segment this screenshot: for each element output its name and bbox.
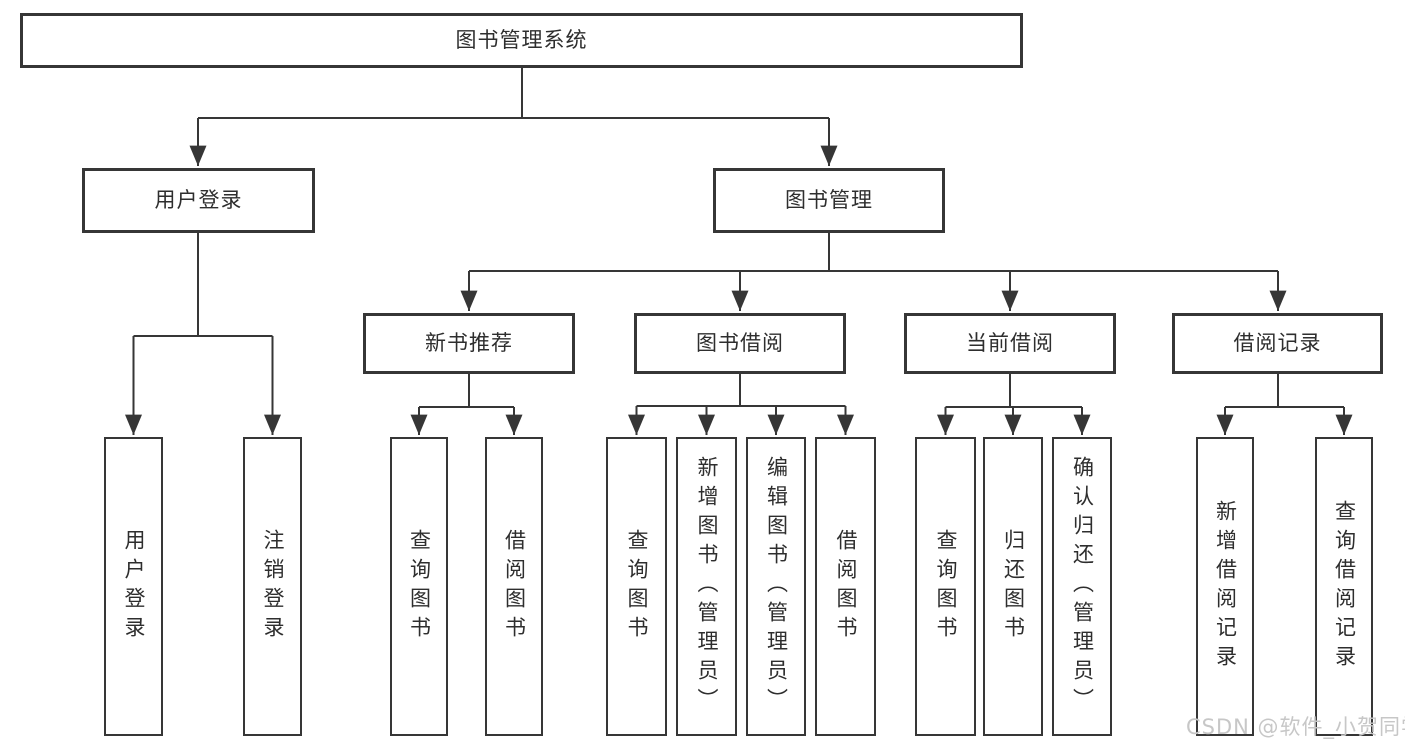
leaf-borrow-books: 借阅图书 (815, 437, 876, 736)
leaf-edit-book-admin: 编辑图书（管理员） (746, 437, 806, 736)
leaf-borrow-books-recommend: 借阅图书 (485, 437, 543, 736)
leaf-borrow-books-recommend-label: 借阅图书 (502, 528, 527, 645)
leaf-query-borrow-record-label: 查询借阅记录 (1332, 499, 1357, 674)
leaf-confirm-return-admin: 确认归还（管理员） (1052, 437, 1112, 736)
node-current-borrow: 当前借阅 (904, 313, 1116, 374)
leaf-add-borrow-record: 新增借阅记录 (1196, 437, 1254, 736)
leaf-logout-label: 注销登录 (261, 528, 285, 645)
leaf-add-borrow-record-label: 新增借阅记录 (1213, 499, 1238, 674)
leaf-add-book-admin: 新增图书（管理员） (676, 437, 737, 736)
csdn-watermark: CSDN @软件_小贺同学 (1186, 715, 1405, 739)
node-new-book-recommend-label: 新书推荐 (425, 331, 513, 355)
leaf-user-login: 用户登录 (104, 437, 163, 736)
leaf-query-books-current-label: 查询图书 (934, 528, 958, 645)
node-new-book-recommend: 新书推荐 (363, 313, 575, 374)
leaf-borrow-books-label: 借阅图书 (834, 528, 858, 645)
leaf-query-books-recommend: 查询图书 (390, 437, 448, 736)
node-book-borrow: 图书借阅 (634, 313, 846, 374)
leaf-query-books-borrow: 查询图书 (606, 437, 667, 736)
node-current-borrow-label: 当前借阅 (966, 331, 1054, 355)
leaf-logout: 注销登录 (243, 437, 302, 736)
node-borrow-records: 借阅记录 (1172, 313, 1383, 374)
node-root-label: 图书管理系统 (455, 28, 588, 52)
leaf-add-book-admin-label: 新增图书（管理员） (695, 456, 719, 717)
leaf-query-books-current: 查询图书 (915, 437, 976, 736)
node-book-borrow-label: 图书借阅 (696, 331, 784, 355)
node-borrow-records-label: 借阅记录 (1233, 331, 1322, 355)
leaf-query-borrow-record: 查询借阅记录 (1315, 437, 1373, 736)
leaf-edit-book-admin-label: 编辑图书（管理员） (764, 456, 789, 717)
node-book-management-label: 图书管理 (785, 188, 873, 212)
leaf-query-books-recommend-label: 查询图书 (407, 528, 432, 645)
node-root: 图书管理系统 (20, 13, 1023, 68)
leaf-return-book: 归还图书 (983, 437, 1043, 736)
node-book-management: 图书管理 (713, 168, 945, 233)
node-user-login: 用户登录 (82, 168, 315, 233)
leaf-return-book-label: 归还图书 (1001, 528, 1026, 645)
node-user-login-label: 用户登录 (154, 188, 243, 212)
leaf-user-login-label: 用户登录 (122, 528, 146, 645)
leaf-confirm-return-admin-label: 确认归还（管理员） (1070, 456, 1095, 717)
leaf-query-books-borrow-label: 查询图书 (625, 528, 649, 645)
